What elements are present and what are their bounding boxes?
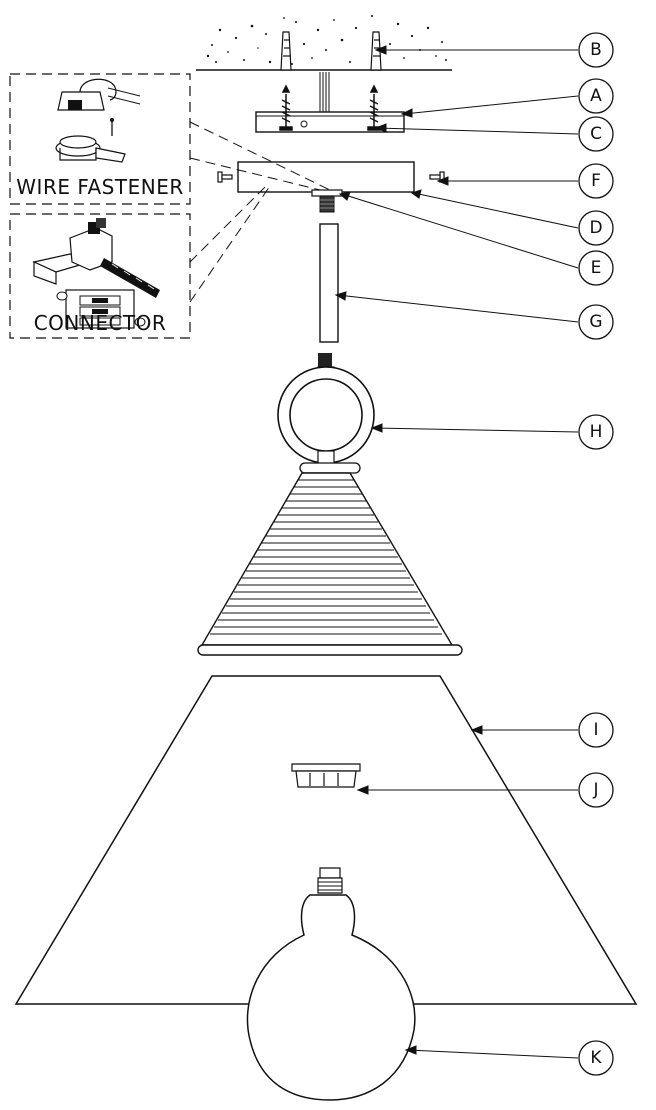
- light-bulb: [246, 867, 416, 1101]
- callout-H: H: [578, 414, 614, 450]
- callout-J-label: J: [592, 780, 598, 800]
- callout-K-label: K: [590, 1048, 602, 1068]
- leader-lines: [334, 45, 579, 1059]
- callout-H-label: H: [590, 422, 603, 442]
- callout-E: E: [578, 250, 614, 286]
- mounting-bracket: [255, 111, 405, 133]
- callout-G-label: G: [589, 312, 602, 332]
- callout-G: G: [578, 304, 614, 340]
- callout-B: B: [578, 32, 614, 68]
- callout-D-label: D: [589, 218, 602, 238]
- threaded-nipple: [311, 189, 343, 213]
- down-rod: [319, 223, 339, 343]
- shade-ring-fitter: [291, 763, 361, 788]
- callout-A: A: [578, 78, 614, 114]
- inset-connector: CONNECTOR: [9, 213, 191, 339]
- wire-fastener-caption: WIRE FASTENER: [16, 175, 183, 199]
- ceiling: [196, 10, 452, 71]
- callout-F-label: F: [591, 171, 601, 191]
- inner-cone-shade: [197, 462, 463, 656]
- callout-J: J: [578, 772, 614, 808]
- callout-C-label: C: [590, 124, 602, 144]
- supply-wires: [319, 72, 330, 112]
- callout-K: K: [578, 1040, 614, 1076]
- inset-wire-fastener: WIRE FASTENER: [9, 73, 191, 205]
- outer-lampshade: [14, 675, 638, 1005]
- wall-anchors: [280, 31, 382, 71]
- callouts: B A C F D E G H: [578, 32, 614, 1076]
- callout-I-label: I: [593, 720, 598, 740]
- connector-caption: CONNECTOR: [34, 311, 167, 335]
- callout-C: C: [578, 116, 614, 152]
- callout-A-label: A: [590, 86, 602, 106]
- callout-D: D: [578, 210, 614, 246]
- callout-E-label: E: [591, 258, 602, 278]
- mounting-screws: [279, 84, 381, 131]
- callout-F: F: [578, 163, 614, 199]
- hanging-ring: [277, 353, 375, 466]
- projection-lines: [189, 121, 331, 303]
- callout-I: I: [578, 712, 614, 748]
- callout-B-label: B: [590, 40, 602, 60]
